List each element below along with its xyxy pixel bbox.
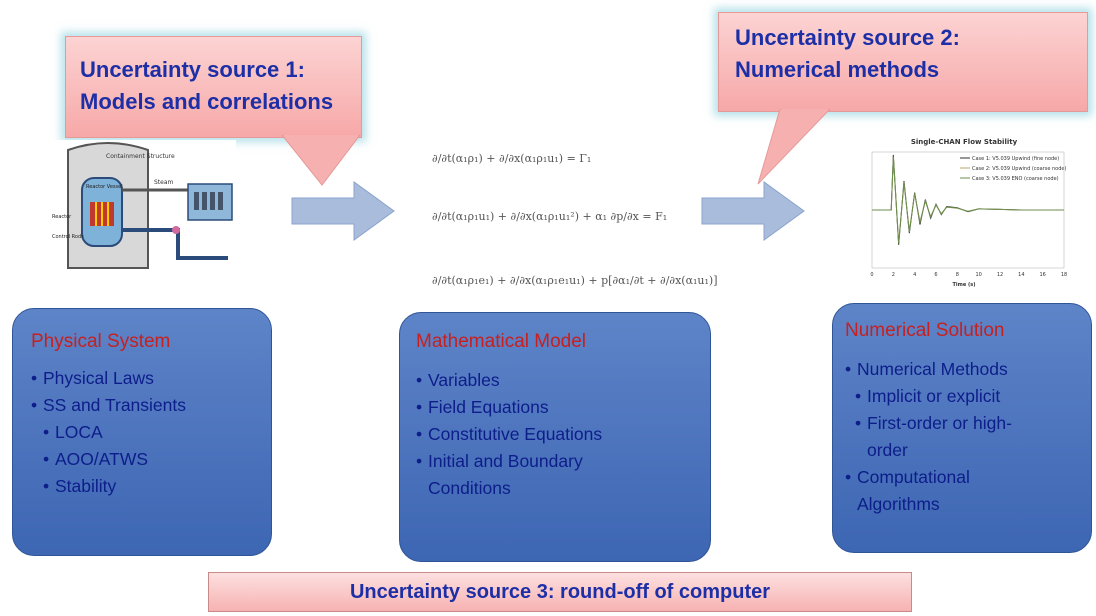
mathematical-model-heading: Mathematical Model — [416, 331, 587, 352]
physical-system-list: Physical Laws SS and Transients LOCA AOO… — [31, 365, 186, 500]
callout-1-tail — [281, 135, 361, 186]
callout-2-line1: Uncertainty source 2: — [735, 25, 960, 50]
x-tick-label: 4 — [913, 272, 916, 278]
list-item-continued: Algorithms — [857, 494, 940, 514]
series-line-3 — [872, 156, 1064, 244]
legend-item-3: Case 3: V5.039 ENO (coarse node) — [972, 176, 1059, 182]
physical-system-heading: Physical System — [31, 331, 171, 352]
x-tick-label: 18 — [1061, 272, 1067, 278]
mathematical-model-box: Mathematical Model Variables Field Equat… — [399, 312, 711, 562]
momentum-equation: ∂/∂t(α₁ρ₁u₁) + ∂/∂x(α₁ρ₁u₁²) + α₁ ∂p/∂x … — [432, 210, 668, 223]
flow-stability-chart: Single-CHAN Flow Stability Case 1: V5.03… — [858, 128, 1070, 288]
uncertainty-source-2-callout: Uncertainty source 2: Numerical methods — [718, 12, 1088, 112]
list-item-continued: Conditions — [428, 478, 511, 498]
x-tick-label: 2 — [892, 272, 895, 278]
list-item: First-order or high- — [855, 410, 1012, 437]
callout-2-tail — [757, 109, 831, 185]
chart-title: Single-CHAN Flow Stability — [911, 138, 1018, 146]
numerical-solution-list: Numerical Methods Implicit or explicit F… — [845, 356, 1012, 518]
x-tick-label: 12 — [997, 272, 1003, 278]
list-item: Constitutive Equations — [416, 421, 602, 448]
list-item: Computational — [845, 464, 1012, 491]
arrow-to-numerical-solution — [701, 181, 805, 241]
list-item: Initial and Boundary — [416, 448, 602, 475]
uncertainty-source-1-callout: Uncertainty source 1: Models and correla… — [65, 36, 362, 138]
list-item: Numerical Methods — [845, 356, 1012, 383]
reactor-label-containment: Containment Structure — [106, 153, 175, 160]
callout-2-line2: Numerical methods — [735, 57, 940, 82]
reactor-label-steam: Steam — [154, 179, 174, 186]
list-item: Field Equations — [416, 394, 602, 421]
chart-x-label: Time (s) — [952, 282, 975, 288]
x-tick-label: 14 — [1018, 272, 1024, 278]
legend-item-2: Case 2: V5.039 Upwind (coarse node) — [972, 166, 1066, 172]
energy-equation: ∂/∂t(α₁ρ₁e₁) + ∂/∂x(α₁ρ₁e₁u₁) + p[∂α₁/∂t… — [432, 274, 718, 287]
list-item: Physical Laws — [31, 365, 186, 392]
list-item: LOCA — [43, 419, 186, 446]
chart-plot-area: 0 2 4 6 8 10 12 14 16 18 — [870, 151, 1067, 278]
list-item: Implicit or explicit — [855, 383, 1012, 410]
reactor-label-vessel: Reactor Vessel — [86, 184, 123, 190]
list-item: AOO/ATWS — [43, 446, 186, 473]
x-tick-label: 6 — [934, 272, 937, 278]
list-item: SS and Transients — [31, 392, 186, 419]
list-item-continued: order — [867, 440, 908, 460]
uncertainty-source-3-banner: Uncertainty source 3: round-off of compu… — [208, 572, 912, 612]
x-tick-label: 10 — [975, 272, 981, 278]
callout-1-line1: Uncertainty source 1: — [80, 57, 305, 82]
legend-item-1: Case 1: V5.039 Upwind (fine node) — [972, 156, 1059, 162]
mass-equation: ∂/∂t(α₁ρ₁) + ∂/∂x(α₁ρ₁u₁) = Γ₁ — [432, 152, 592, 165]
x-tick-label: 8 — [956, 272, 959, 278]
numerical-solution-heading: Numerical Solution — [845, 320, 1005, 341]
x-tick-label: 16 — [1039, 272, 1045, 278]
list-item: Variables — [416, 367, 602, 394]
reactor-system-illustration: Containment Structure Steam Reactor Vess… — [48, 140, 236, 278]
callout-1-line2: Models and correlations — [80, 89, 334, 114]
reactor-label-core: Reactor — [52, 214, 72, 220]
mathematical-model-list: Variables Field Equations Constitutive E… — [416, 367, 602, 502]
arrow-to-math-model — [291, 181, 395, 241]
numerical-solution-box: Numerical Solution Numerical Methods Imp… — [832, 303, 1092, 553]
physical-system-box: Physical System Physical Laws SS and Tra… — [12, 308, 272, 556]
list-item: Stability — [43, 473, 186, 500]
reactor-label-control: Control Rods — [52, 234, 84, 240]
x-tick-label: 0 — [870, 272, 873, 278]
